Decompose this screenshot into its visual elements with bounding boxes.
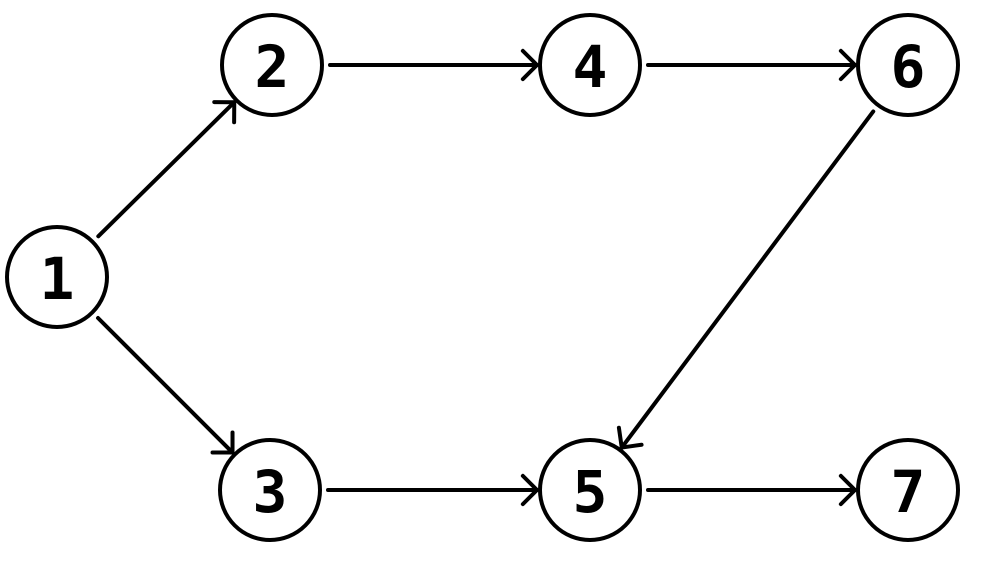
node-circle (220, 13, 324, 117)
arrowhead-icon (210, 430, 235, 455)
edge-line (619, 109, 876, 450)
arrowhead-icon (520, 473, 539, 507)
arrowhead-icon (212, 100, 237, 125)
node-label: 3 (253, 458, 288, 526)
node-circle (856, 438, 960, 542)
edge-line (96, 316, 235, 455)
node-circle (218, 438, 322, 542)
edge-4-to-6 (646, 48, 857, 82)
edge-5-to-7 (646, 473, 857, 507)
edge-1-to-3 (96, 316, 235, 455)
node-circle (538, 13, 642, 117)
edges-layer (96, 48, 876, 507)
node-circle (538, 438, 642, 542)
node-3: 3 (218, 438, 322, 542)
node-circle (5, 225, 109, 329)
node-7: 7 (856, 438, 960, 542)
node-5: 5 (538, 438, 642, 542)
edge-3-to-5 (326, 473, 539, 507)
node-label: 5 (573, 458, 608, 526)
node-label: 7 (891, 458, 926, 526)
node-6: 6 (856, 13, 960, 117)
node-4: 4 (538, 13, 642, 117)
node-label: 1 (40, 245, 75, 313)
edge-1-to-2 (96, 100, 237, 239)
node-2: 2 (220, 13, 324, 117)
arrowhead-icon (520, 48, 539, 82)
edge-6-to-5 (616, 109, 876, 450)
arrowhead-icon (838, 48, 857, 82)
arrowhead-icon (616, 425, 644, 450)
node-label: 2 (255, 33, 290, 101)
nodes-layer: 1 2 3 4 5 6 7 (5, 13, 960, 542)
node-label: 4 (573, 33, 608, 101)
arrowhead-icon (838, 473, 857, 507)
edge-line (96, 100, 237, 239)
node-circle (856, 13, 960, 117)
node-label: 6 (891, 33, 926, 101)
edge-2-to-4 (328, 48, 539, 82)
node-1: 1 (5, 225, 109, 329)
